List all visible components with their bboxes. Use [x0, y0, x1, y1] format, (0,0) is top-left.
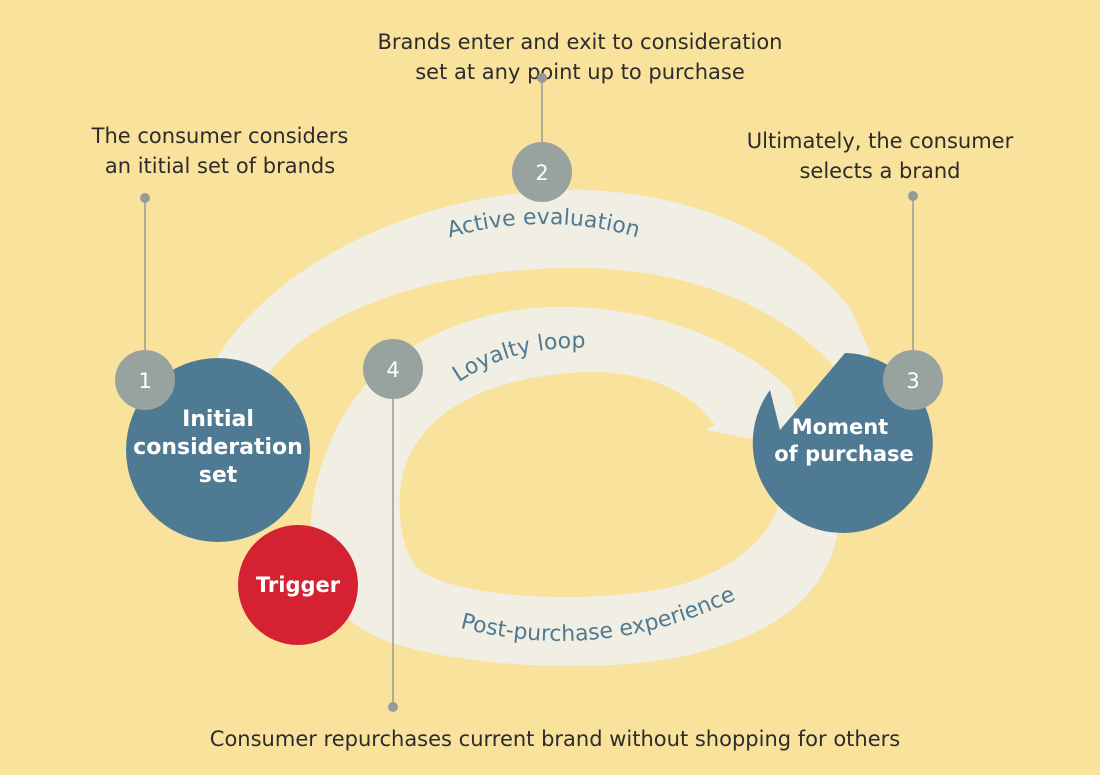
moment-of-purchase-node: Moment of purchase — [752, 353, 933, 533]
step-badge-2: 2 — [512, 142, 572, 202]
purchase-label-line1: Moment — [792, 415, 888, 439]
purchase-label-line2: of purchase — [774, 442, 914, 466]
step-badge-3: 3 — [883, 350, 943, 410]
initial-consideration-circle — [126, 358, 310, 542]
trigger-circle — [238, 525, 358, 645]
initial-label-line1: Initial — [182, 407, 254, 432]
callout-dot-2 — [537, 73, 547, 83]
step-badge-1: 1 — [115, 350, 175, 410]
annotation-repurchase: Consumer repurchases current brand witho… — [209, 727, 901, 751]
annotation-selects-brand: Ultimately, the consumer selects a brand — [746, 129, 1014, 183]
annotation-consideration-set-changes: Brands enter and exit to consideration s… — [377, 30, 783, 84]
step-number-2: 2 — [535, 161, 548, 185]
initial-label-line2: consideration — [133, 435, 303, 460]
moment-of-purchase-shape — [752, 353, 933, 533]
trigger-node: Trigger — [238, 525, 358, 645]
initial-label-line3: set — [199, 463, 238, 488]
annotation-initial-set: The consumer considers an ititial set of… — [91, 124, 349, 178]
initial-consideration-set-node: Initial consideration set — [126, 358, 310, 542]
step-number-4: 4 — [386, 358, 399, 382]
callout-dot-1 — [140, 193, 150, 203]
step-number-3: 3 — [906, 369, 919, 393]
callout-dot-4 — [388, 702, 398, 712]
callout-lines — [140, 73, 918, 352]
active-evaluation-band — [205, 189, 870, 380]
step-number-1: 1 — [138, 369, 151, 393]
step-badge-4: 4 — [363, 339, 423, 399]
callout-dot-3 — [908, 191, 918, 201]
trigger-label: Trigger — [256, 573, 341, 597]
